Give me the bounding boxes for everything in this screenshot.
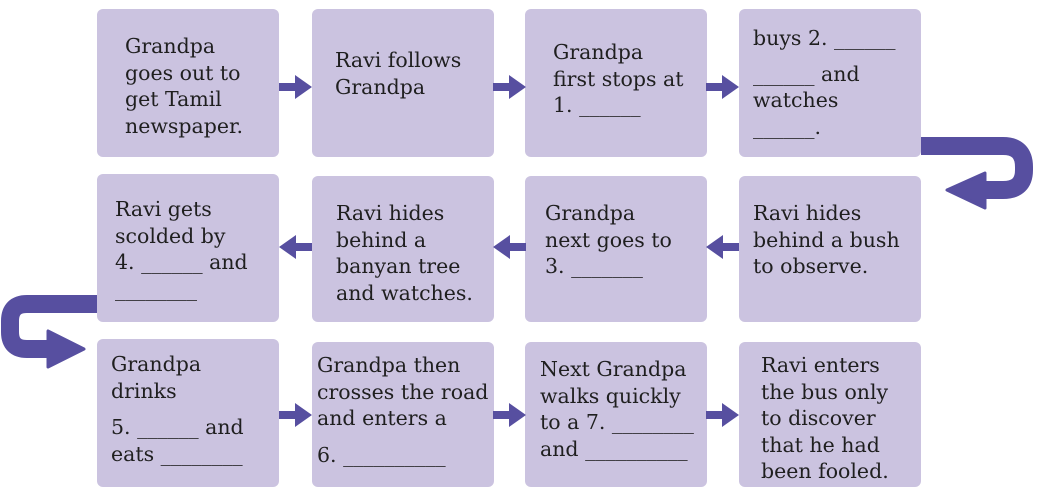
box-text-line: Next Grandpa	[540, 357, 687, 381]
flow-box-ravi-follows: Ravi follows Grandpa	[312, 9, 494, 157]
box-text-line: goes out to	[125, 60, 241, 85]
flow-box-crosses-road: Grandpa then crosses the road and enters…	[312, 342, 494, 487]
uturn-left-path	[1, 295, 97, 358]
arrow-right-shape	[493, 403, 526, 427]
box-text-line: Grandpa	[553, 40, 644, 64]
arrow-right-icon	[279, 75, 312, 99]
box-text-line: 3. _______	[545, 254, 643, 278]
arrow-left-shape	[279, 235, 312, 259]
flow-box-next-goes: Grandpa next goes to 3. _______	[525, 176, 707, 322]
arrow-left-shape	[493, 235, 526, 259]
uturn-right-arrowhead	[945, 171, 987, 210]
box-text-line: ______.	[753, 114, 822, 139]
arrow-left-icon	[493, 235, 526, 259]
arrow-left-shape	[706, 235, 739, 259]
box-text-line: newspaper.	[125, 113, 244, 138]
box-text-line: been fooled.	[761, 459, 889, 483]
box-text-line: and enters a	[317, 406, 447, 430]
box-text-line: walks quickly	[540, 383, 681, 408]
box-text-line: Ravi gets	[115, 197, 212, 221]
box-text-line: to discover	[761, 406, 876, 430]
box-text-line: banyan tree	[336, 254, 461, 278]
box-text-line: Grandpa	[111, 352, 202, 376]
box-text-line: Grandpa	[335, 74, 426, 99]
box-text-line: Ravi hides	[336, 201, 445, 225]
box-text-line: and __________	[540, 436, 688, 461]
box-text-line: buys 2. ______	[753, 26, 896, 50]
box-text-line: 5. ______ and	[111, 415, 244, 439]
flow-box-bush: Ravi hides behind a bush to observe.	[739, 176, 921, 322]
arrow-left-icon	[279, 235, 312, 259]
arrow-right-icon	[493, 403, 526, 427]
arrow-right-icon	[706, 403, 739, 427]
arrow-right-icon	[706, 75, 739, 99]
box-text-line: Ravi follows	[335, 48, 462, 72]
box-text-line: behind a bush	[753, 227, 900, 252]
box-text-line: next goes to	[545, 227, 672, 252]
box-text-line: and watches.	[336, 280, 473, 305]
arrow-left-icon	[706, 235, 739, 259]
flow-box-walks-quickly: Next Grandpa walks quickly to a 7. _____…	[525, 342, 707, 487]
box-text-line: Ravi hides	[753, 201, 862, 225]
box-text-line: get Tamil	[125, 87, 222, 111]
box-text-line: watches	[753, 88, 839, 112]
box-text-line: that he had	[761, 432, 880, 457]
flow-box-grandpa-goes-out: Grandpa goes out to get Tamil newspaper.	[97, 9, 279, 157]
box-text-line: 6. __________	[317, 442, 446, 467]
box-text-line: drinks	[111, 378, 177, 403]
flow-box-buys: buys 2. ______ ______ and watches ______…	[739, 9, 921, 157]
arrow-right-shape	[493, 75, 526, 99]
flow-box-bus-fooled: Ravi enters the bus only to discover tha…	[739, 342, 921, 487]
arrow-right-icon	[493, 75, 526, 99]
arrow-right-icon	[279, 403, 312, 427]
box-text-line: ________	[115, 276, 197, 301]
arrow-right-shape	[706, 75, 739, 99]
box-text-line: Grandpa	[545, 201, 636, 225]
box-text-line: to observe.	[753, 254, 869, 278]
box-text-line: 1. ______	[553, 93, 641, 117]
flow-box-drinks-eats: Grandpa drinks 5. ______ and eats ______…	[97, 339, 279, 487]
arrow-right-shape	[279, 403, 312, 427]
box-text-line: behind a	[336, 227, 427, 252]
box-text-line: Grandpa then	[317, 353, 461, 377]
box-text-line: eats ________	[111, 441, 243, 466]
box-text-line: crosses the road	[317, 379, 489, 404]
uturn-right-path	[921, 137, 1033, 199]
arrow-right-shape	[279, 75, 312, 99]
box-text-line: 4. ______ and	[115, 250, 248, 274]
flow-box-banyan-tree: Ravi hides behind a banyan tree and watc…	[312, 176, 494, 322]
box-text-line: Ravi enters	[761, 353, 880, 377]
box-text-line: Grandpa	[125, 34, 216, 58]
box-text-line: ______ and	[753, 61, 860, 86]
flow-box-ravi-scolded: Ravi gets scolded by 4. ______ and _____…	[97, 174, 279, 322]
flow-box-first-stop: Grandpa first stops at 1. ______	[525, 9, 707, 157]
box-text-line: scolded by	[115, 223, 226, 248]
box-text-line: first stops at	[553, 66, 684, 91]
box-text-line: to a 7. ________	[540, 410, 694, 434]
uturn-left-arrowhead	[46, 329, 86, 369]
arrow-right-shape	[706, 403, 739, 427]
box-text-line: the bus only	[761, 379, 889, 404]
